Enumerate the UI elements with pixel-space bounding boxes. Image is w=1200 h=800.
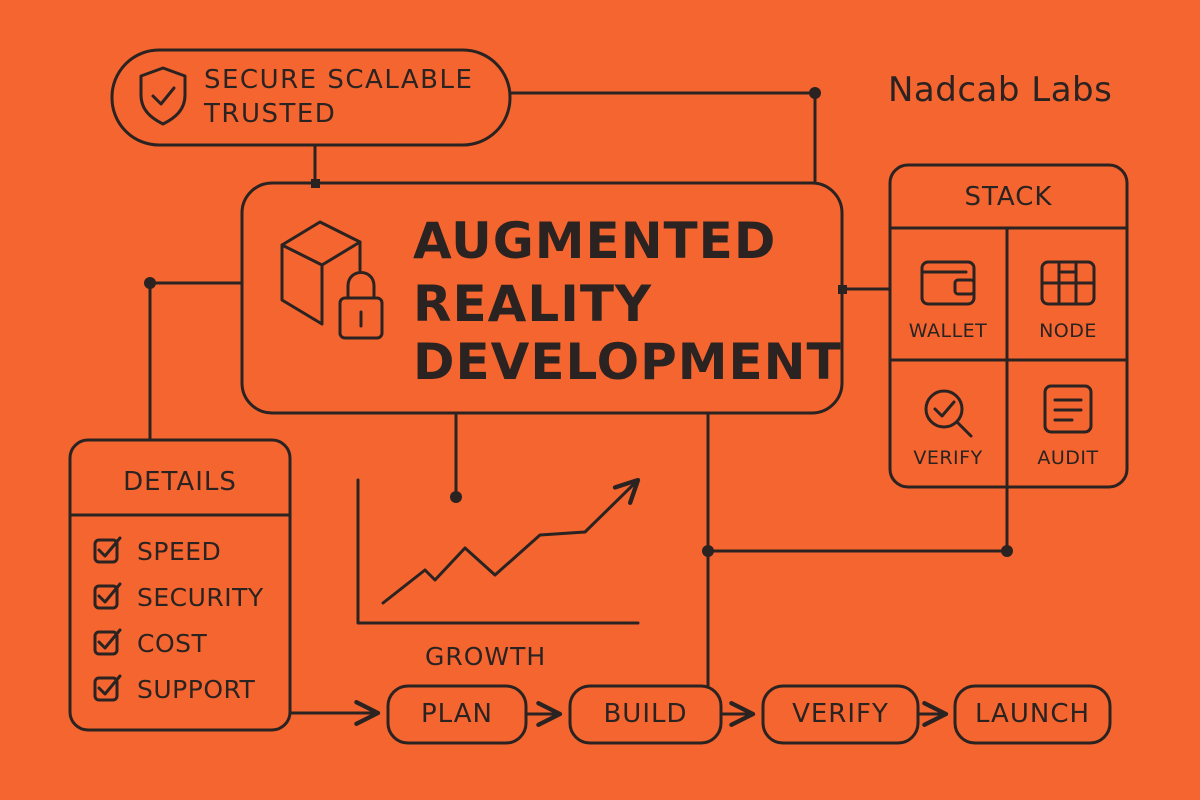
detail-item-security: SECURITY xyxy=(137,583,264,612)
magnifier-check-icon xyxy=(924,389,973,438)
stack-label-audit: AUDIT xyxy=(1037,447,1099,469)
stack-header: STACK xyxy=(964,182,1053,212)
details-panel xyxy=(68,438,292,732)
badge-line-1: SECURE SCALABLE xyxy=(204,65,474,95)
step-label-launch: LAUNCH xyxy=(974,699,1091,729)
badge-pill xyxy=(110,48,512,147)
document-icon xyxy=(1043,384,1093,434)
wallet-icon xyxy=(920,260,976,306)
node-grid-icon xyxy=(1040,260,1096,306)
detail-item-support: SUPPORT xyxy=(137,675,256,704)
brand-name: Nadcab Labs xyxy=(888,70,1113,110)
title-line-1: AUGMENTED xyxy=(413,212,777,270)
step-label-build: BUILD xyxy=(603,699,688,729)
step-label-plan: PLAN xyxy=(421,699,493,729)
cube-lock-icon xyxy=(280,220,384,340)
title-line-2: REALITY xyxy=(413,275,653,333)
title-box xyxy=(240,181,844,415)
step-label-verify: VERIFY xyxy=(792,699,889,729)
details-header: DETAILS xyxy=(123,467,237,497)
stack-label-node: NODE xyxy=(1039,320,1097,342)
stack-label-verify: VERIFY xyxy=(913,447,983,469)
growth-chart-icon xyxy=(356,477,641,625)
shield-check-icon xyxy=(139,66,187,126)
step-pill-launch xyxy=(953,684,1112,745)
checkbox-icons xyxy=(93,536,122,702)
growth-label: GROWTH xyxy=(425,642,547,671)
detail-item-speed: SPEED xyxy=(137,537,222,566)
title-line-3: DEVELOPMENT xyxy=(413,333,842,391)
stack-label-wallet: WALLET xyxy=(908,320,988,342)
badge-line-2: TRUSTED xyxy=(204,99,337,129)
detail-item-cost: COST xyxy=(137,629,208,658)
